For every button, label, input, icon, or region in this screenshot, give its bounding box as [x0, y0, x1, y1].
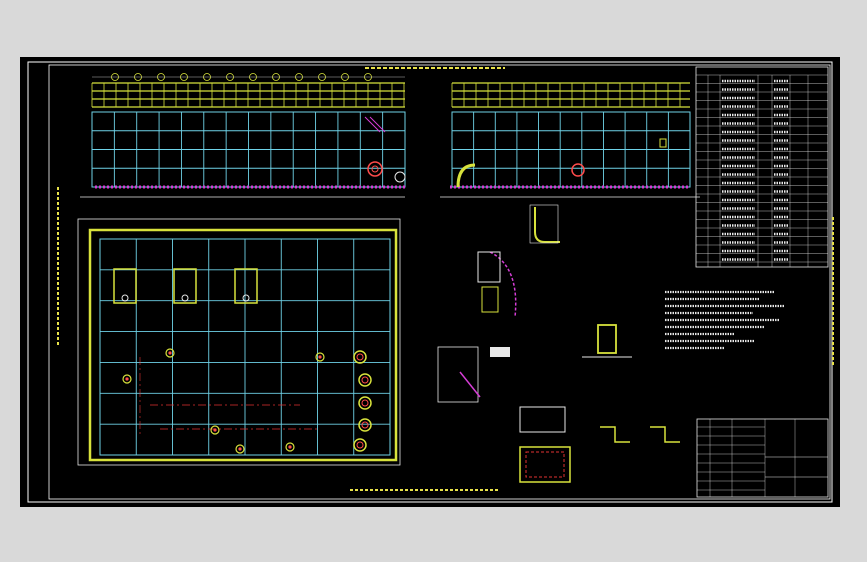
nozzle-inner	[361, 421, 369, 429]
access-panel-3	[234, 268, 258, 304]
mini-section-2	[650, 426, 680, 443]
plan-grid	[99, 238, 391, 456]
front-elevation-view	[80, 73, 406, 198]
elevation-grid-right	[451, 111, 691, 188]
small-nozzle-center	[168, 351, 172, 355]
nozzle-outer	[353, 438, 367, 452]
small-nozzle-center	[238, 447, 242, 451]
nozzle-inner	[361, 376, 369, 384]
small-nozzle	[235, 444, 245, 454]
general-notes	[665, 290, 785, 350]
axis-bubbles-left	[92, 73, 405, 81]
cad-drawing	[27, 61, 834, 503]
elbow-pipe-right	[456, 163, 476, 188]
ladder-left	[364, 116, 386, 133]
plan-view	[77, 218, 401, 466]
nozzle-outer	[358, 373, 372, 387]
access-panel-1	[113, 268, 137, 304]
detail-elbow	[534, 207, 560, 243]
nozzle-inner	[356, 353, 364, 361]
small-nozzle	[285, 442, 295, 452]
inner-frame	[48, 64, 831, 500]
nozzle-outer	[353, 350, 367, 364]
manhole-right	[571, 163, 585, 177]
detail-block-d	[519, 406, 566, 433]
detail-post	[597, 324, 617, 354]
small-nozzle-center	[318, 355, 322, 359]
small-nozzle	[315, 352, 325, 362]
detail-block-c	[437, 346, 479, 403]
elevation-grid-left	[91, 111, 406, 188]
detail-sections	[437, 204, 785, 483]
small-nozzle-center	[288, 445, 292, 449]
nozzle-inner	[361, 399, 369, 407]
title-block	[696, 418, 829, 498]
plan-outer-outline	[77, 218, 401, 466]
railing-band-left	[91, 82, 405, 108]
small-nozzle	[122, 374, 132, 384]
small-nozzle	[165, 348, 175, 358]
small-nozzle	[210, 425, 220, 435]
access-panel-2	[173, 268, 197, 304]
cad-drawing-sheet	[20, 57, 840, 507]
mini-section-1	[600, 426, 630, 443]
nozzle-outer	[358, 418, 372, 432]
nozzle-inner	[356, 441, 364, 449]
nozzle-outer	[358, 396, 372, 410]
side-elevation-view	[440, 82, 700, 198]
railing-band-right	[451, 82, 690, 108]
detail-weld-curve	[489, 251, 517, 318]
plan-steel-frame	[88, 228, 398, 462]
bom-table	[695, 66, 829, 268]
small-nozzle-center	[213, 428, 217, 432]
manhole-left	[367, 161, 383, 177]
small-nozzle-center	[125, 377, 129, 381]
nozzle-group	[122, 348, 372, 454]
pipe-left	[394, 171, 406, 183]
